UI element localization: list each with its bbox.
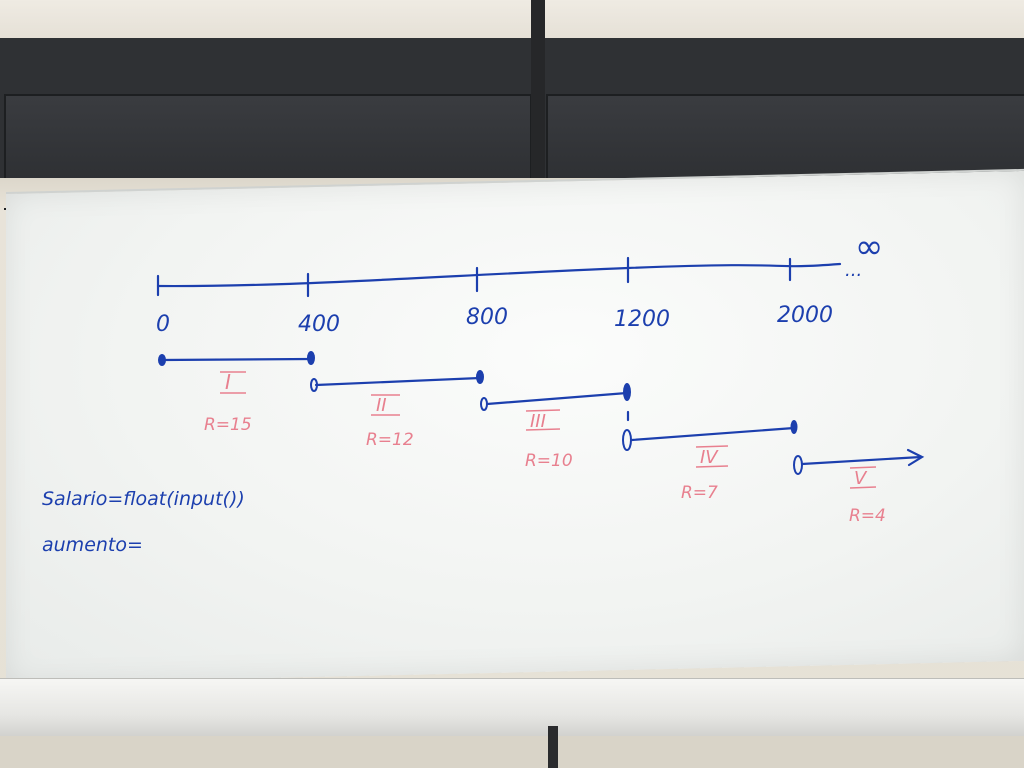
- open-dot-400: [310, 378, 318, 392]
- closed-dot-1200: [623, 383, 631, 401]
- bracket-rate-4: R=7: [681, 483, 718, 503]
- tick-label-800: 800: [466, 305, 508, 330]
- bracket-numeral-4: IV: [700, 447, 719, 468]
- code-line-2: aumento=: [42, 534, 143, 556]
- open-dot-2000: [793, 455, 803, 475]
- number-line: [156, 256, 842, 298]
- numeral-overlines: [220, 371, 877, 489]
- segment-1: [160, 357, 313, 362]
- number-line-labels: 0 400 800 1200 2000 ... ∞: [156, 227, 883, 337]
- bracket-rate-2: R=12: [366, 430, 414, 450]
- tick-label-2000: 2000: [777, 303, 833, 328]
- open-dot-800: [480, 397, 488, 411]
- closed-dot-0: [158, 354, 166, 366]
- arrow-head-icon: [906, 448, 925, 467]
- segment-2: [314, 376, 482, 387]
- bracket-numeral-1: I: [225, 370, 231, 394]
- code-line-1: Salario=float(input()): [42, 488, 245, 510]
- closed-dot-2000: [790, 420, 798, 434]
- segment-3: [485, 391, 629, 406]
- lower-wall: [0, 736, 1024, 768]
- tick-label-400: 400: [298, 312, 340, 337]
- tick-label-0: 0: [156, 312, 170, 337]
- open-dot-1200: [622, 429, 632, 451]
- marker-tray: [0, 678, 1024, 739]
- segment-5: [800, 455, 923, 466]
- number-line-axis: [156, 262, 842, 288]
- segment-endpoints: [158, 351, 803, 475]
- code-notes: Salario=float(input()) aumento=: [42, 488, 245, 556]
- bracket-numeral-2: II: [376, 395, 387, 416]
- bracket-rate-1: R=15: [204, 415, 252, 435]
- closed-dot-800: [476, 370, 484, 384]
- segment-4: [630, 426, 796, 442]
- closed-dot-400: [307, 351, 315, 365]
- bracket-labels: I R=15 II R=12 III R=10 IV R=7 V R=4: [204, 370, 886, 526]
- tick-label-1200: 1200: [614, 307, 670, 332]
- bracket-numeral-5: V: [854, 468, 868, 489]
- bracket-rate-5: R=4: [849, 506, 886, 526]
- bracket-segments: [160, 357, 925, 467]
- cabinet-post: [531, 0, 545, 190]
- ellipsis: ...: [845, 260, 862, 281]
- bracket-numeral-3: III: [530, 411, 546, 432]
- bracket-rate-3: R=10: [525, 451, 573, 471]
- lower-post: [548, 726, 558, 768]
- infinity-symbol: ∞: [855, 227, 883, 267]
